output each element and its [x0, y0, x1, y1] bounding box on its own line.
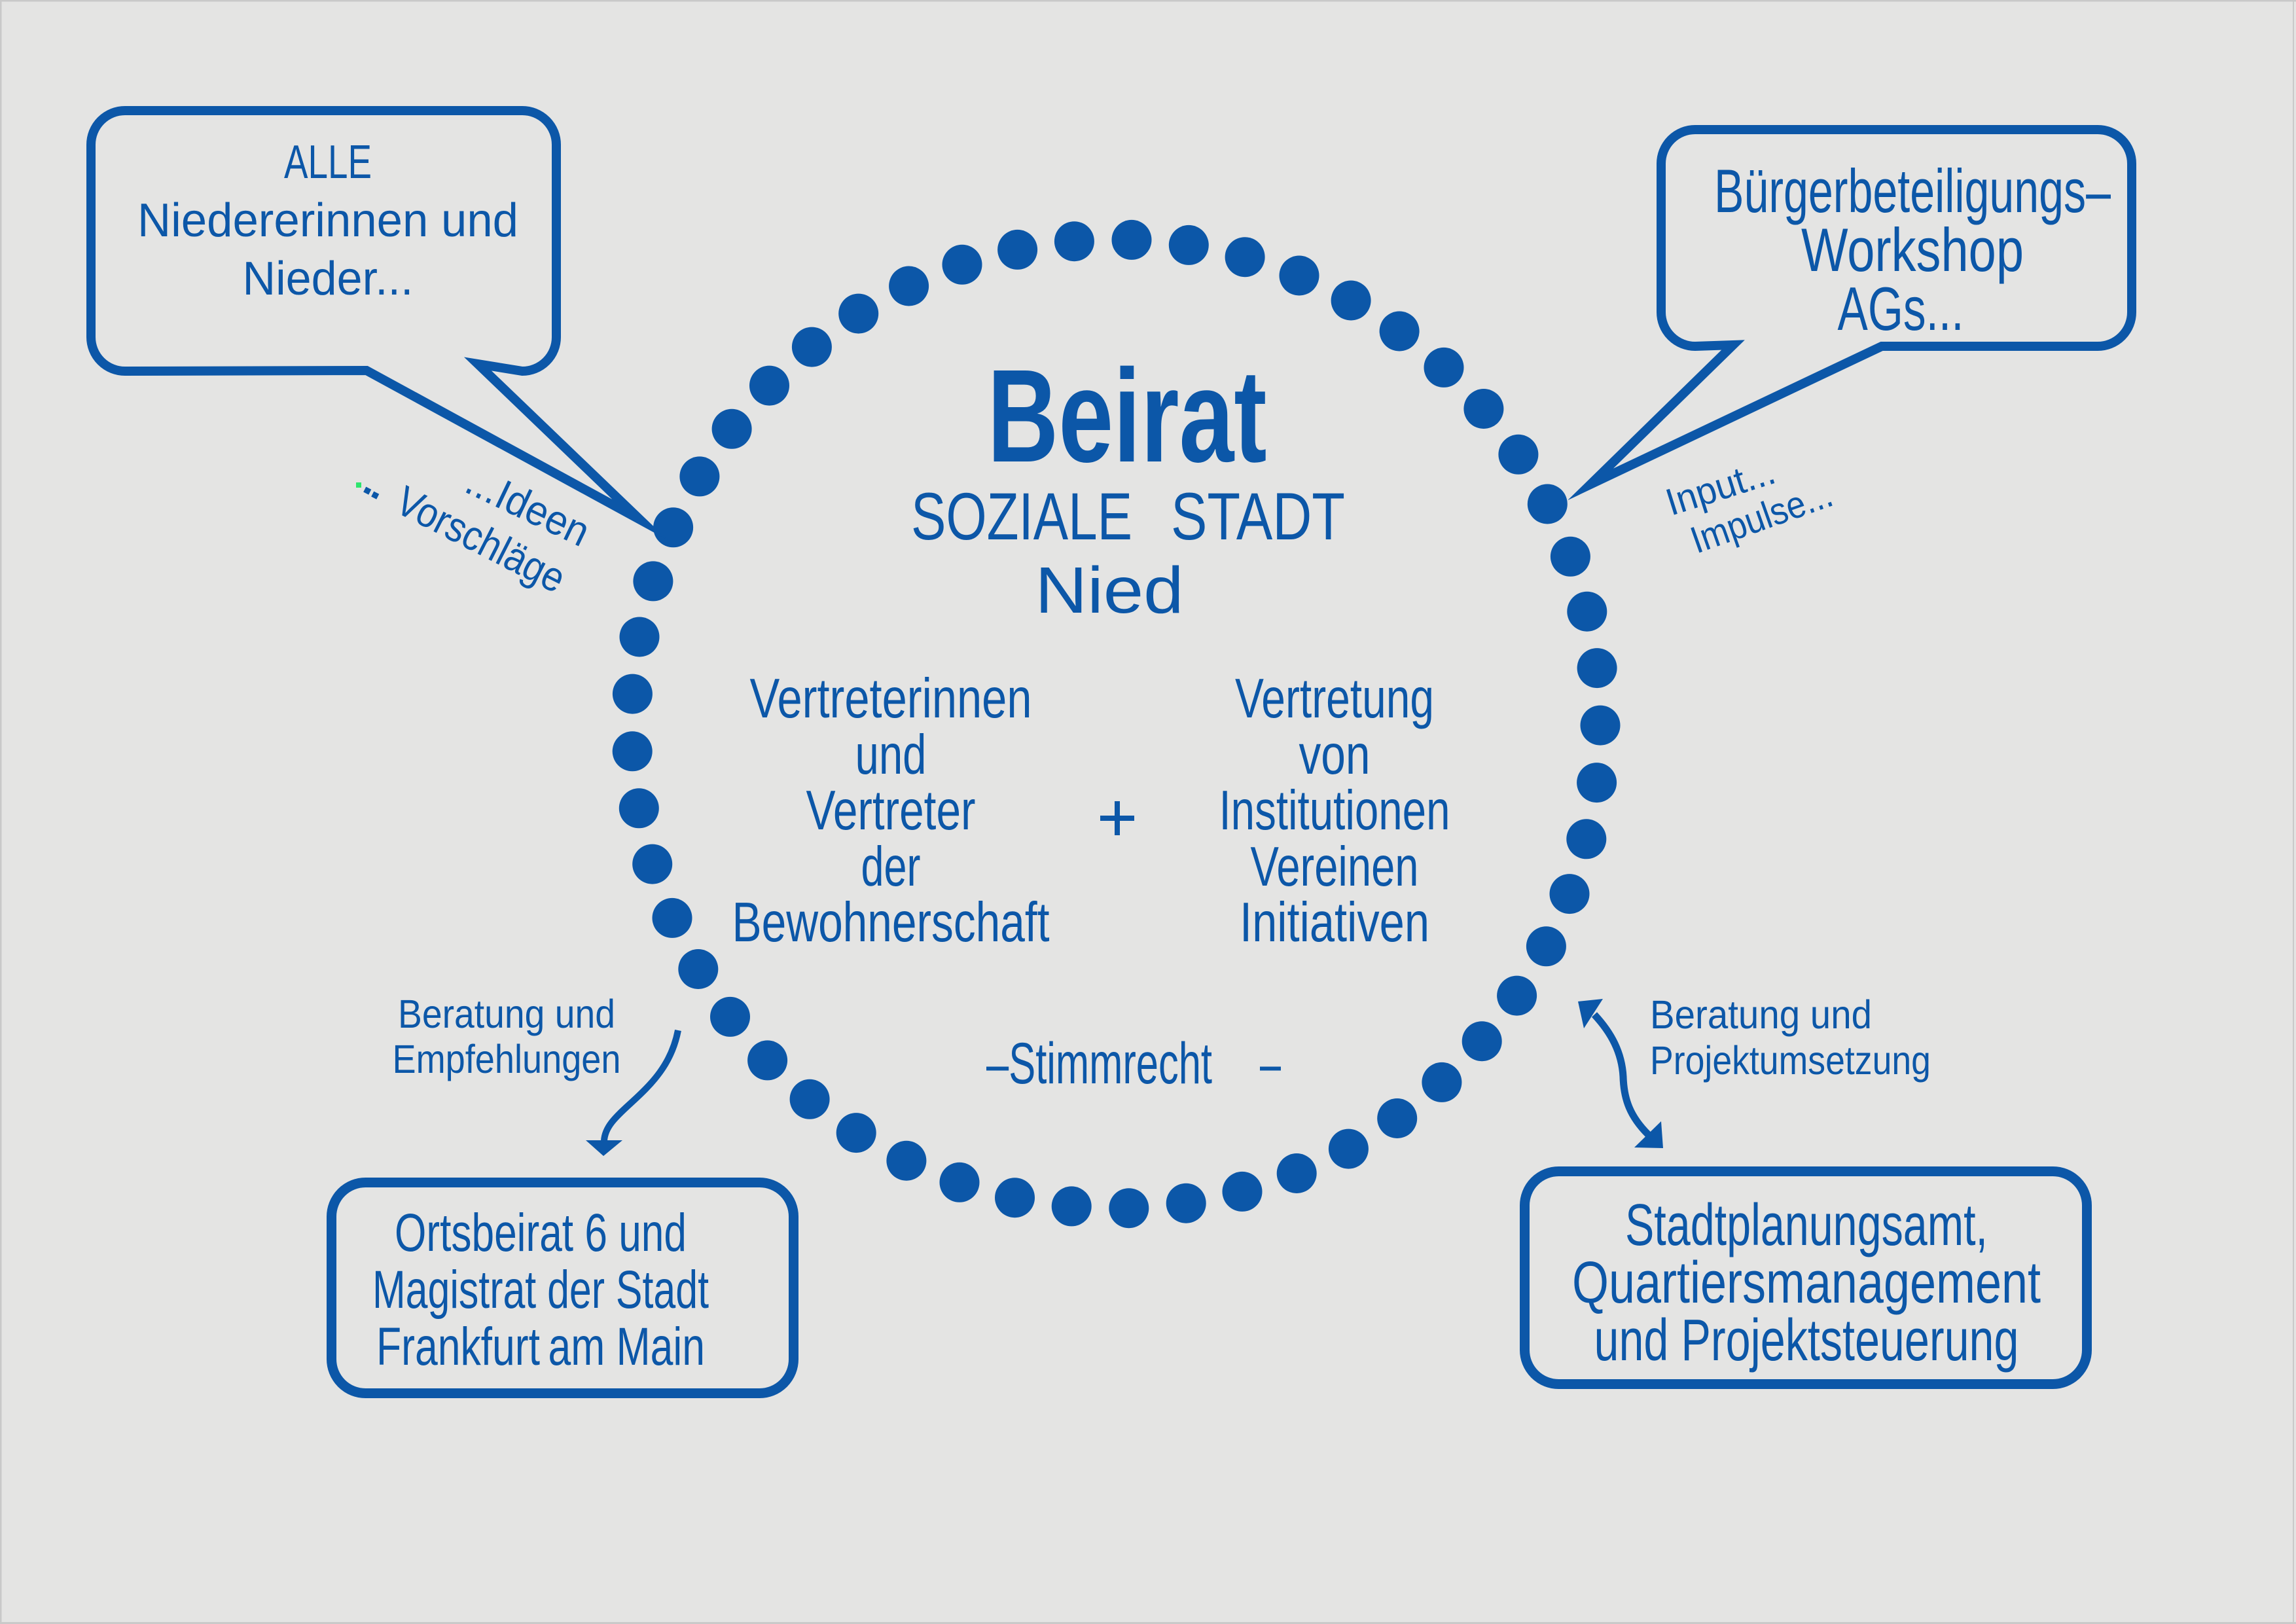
svg-text:Vereinen: Vereinen: [1251, 836, 1419, 898]
svg-text:AGs...: AGs...: [1838, 274, 1964, 343]
svg-text:Nied: Nied: [1035, 554, 1184, 627]
svg-text:und Projektsteuerung: und Projektsteuerung: [1594, 1308, 2019, 1373]
svg-text:Beratung und: Beratung und: [398, 992, 615, 1036]
svg-text:Projektumsetzung: Projektumsetzung: [1650, 1038, 1931, 1083]
svg-text:Frankfurt am Main: Frankfurt am Main: [376, 1317, 705, 1377]
svg-text:Empfehlungen: Empfehlungen: [393, 1037, 621, 1081]
svg-text:Bürgerbeteiligungs–: Bürgerbeteiligungs–: [1714, 156, 2111, 225]
svg-text:Beratung und: Beratung und: [1650, 992, 1872, 1037]
svg-text:Magistrat der Stadt: Magistrat der Stadt: [372, 1260, 709, 1320]
svg-text:der: der: [861, 836, 921, 898]
svg-text:Vertretung: Vertretung: [1235, 668, 1434, 730]
svg-text:Stadtplanungsamt,: Stadtplanungsamt,: [1625, 1193, 1988, 1258]
svg-text:Nieder...: Nieder...: [243, 253, 414, 305]
svg-text:STADT: STADT: [1171, 479, 1345, 554]
svg-text:Beirat: Beirat: [988, 342, 1267, 490]
svg-text:Initiativen: Initiativen: [1240, 892, 1429, 954]
svg-text:–: –: [1260, 1030, 1281, 1096]
svg-text:Vertreter: Vertreter: [806, 780, 976, 842]
svg-text:Workshop: Workshop: [1801, 215, 2024, 284]
svg-text:SOZIALE: SOZIALE: [911, 479, 1132, 554]
svg-text:Niedererinnen und: Niedererinnen und: [137, 194, 518, 247]
svg-text:–Stimmrecht: –Stimmrecht: [986, 1030, 1212, 1096]
svg-text:und: und: [855, 724, 927, 786]
svg-text:Bewohnerschaft: Bewohnerschaft: [732, 892, 1050, 954]
svg-text:Institutionen: Institutionen: [1219, 780, 1450, 842]
svg-text:von: von: [1299, 724, 1371, 786]
svg-text:Ortsbeirat 6 und: Ortsbeirat 6 und: [395, 1203, 687, 1263]
svg-text:Quartiersmanagement: Quartiersmanagement: [1572, 1250, 2041, 1316]
svg-text:ALLE: ALLE: [284, 136, 372, 189]
svg-text:Vertreterinnen: Vertreterinnen: [750, 668, 1032, 730]
